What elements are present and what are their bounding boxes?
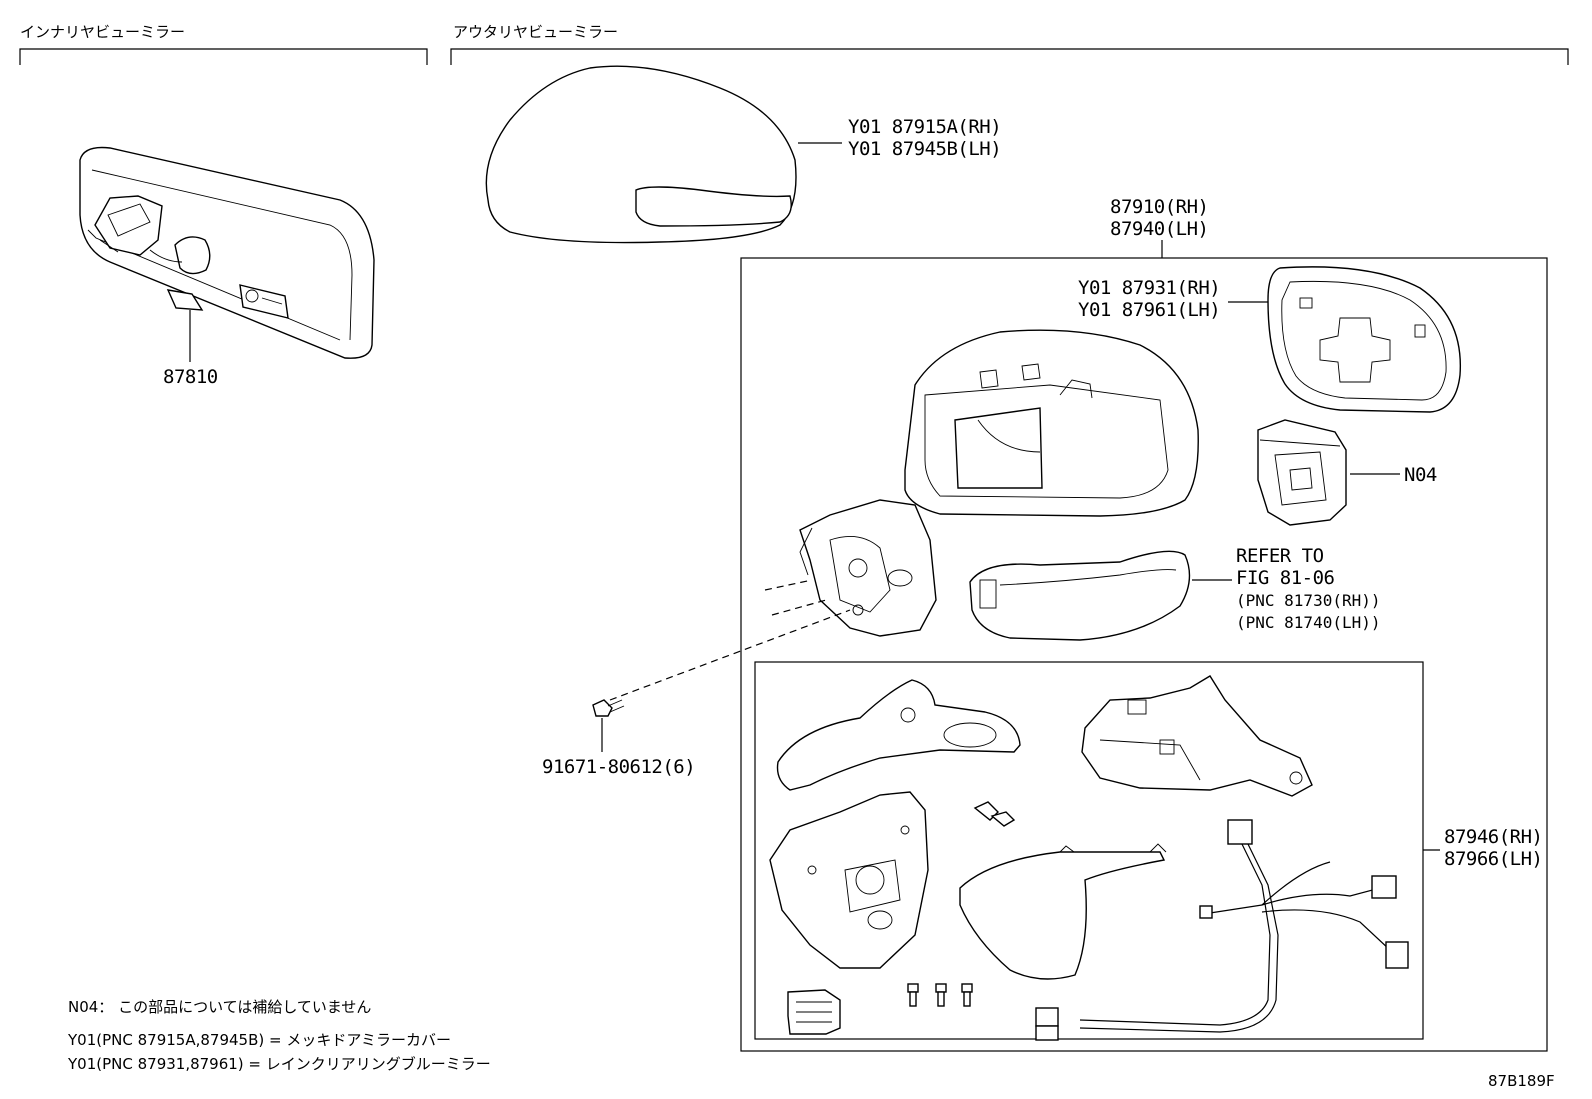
assembly-box bbox=[740, 257, 1548, 1052]
bracket-outer bbox=[450, 48, 1569, 65]
figure-id: 87B189F bbox=[1488, 1072, 1555, 1090]
section-title-inner: インナリヤビューミラー bbox=[20, 23, 185, 41]
mirror-housing-drawing bbox=[904, 329, 1199, 517]
part-label-glass-lh: Y01 87961(LH) bbox=[1078, 299, 1220, 321]
turn-lamp-drawing bbox=[969, 550, 1191, 641]
inner-mirror-drawing bbox=[79, 146, 375, 362]
refer-label-line1: REFER TO bbox=[1236, 545, 1324, 567]
part-label-glass-rh: Y01 87931(RH) bbox=[1078, 277, 1220, 299]
actuator-drawing bbox=[1257, 419, 1347, 526]
part-label-87810: 87810 bbox=[163, 366, 218, 388]
note-n04: N04： この部品については補給していません bbox=[68, 998, 371, 1016]
part-label-kit-rh: 87946(RH) bbox=[1444, 826, 1542, 848]
part-label-cover-rh: Y01 87915A(RH) bbox=[848, 116, 1001, 138]
part-label-assy-lh: 87940(LH) bbox=[1110, 218, 1208, 240]
section-title-outer: アウタリヤビューミラー bbox=[453, 23, 618, 41]
mirror-glass-drawing bbox=[1267, 266, 1462, 413]
part-label-n04: N04 bbox=[1404, 464, 1437, 486]
screw-drawing bbox=[592, 699, 625, 717]
part-label-kit-lh: 87966(LH) bbox=[1444, 848, 1542, 870]
mirror-cover-drawing bbox=[485, 65, 797, 244]
refer-label-line4: (PNC 81740(LH)) bbox=[1236, 613, 1381, 632]
note-y01-cover: Y01(PNC 87915A,87945B) = メッキドアミラーカバー bbox=[67, 1031, 451, 1049]
bracket-inner bbox=[19, 48, 428, 65]
note-y01-glass: Y01(PNC 87931,87961) = レインクリアリングブルーミラー bbox=[67, 1055, 491, 1073]
part-label-screw: 91671-80612(6) bbox=[542, 756, 695, 778]
refer-label-line2: FIG 81-06 bbox=[1236, 567, 1335, 589]
refer-label-line3: (PNC 81730(RH)) bbox=[1236, 591, 1381, 610]
mirror-base-drawing bbox=[799, 499, 937, 637]
part-label-cover-lh: Y01 87945B(LH) bbox=[848, 138, 1001, 160]
sub-kit-components bbox=[769, 675, 1409, 1041]
part-label-assy-rh: 87910(RH) bbox=[1110, 196, 1208, 218]
